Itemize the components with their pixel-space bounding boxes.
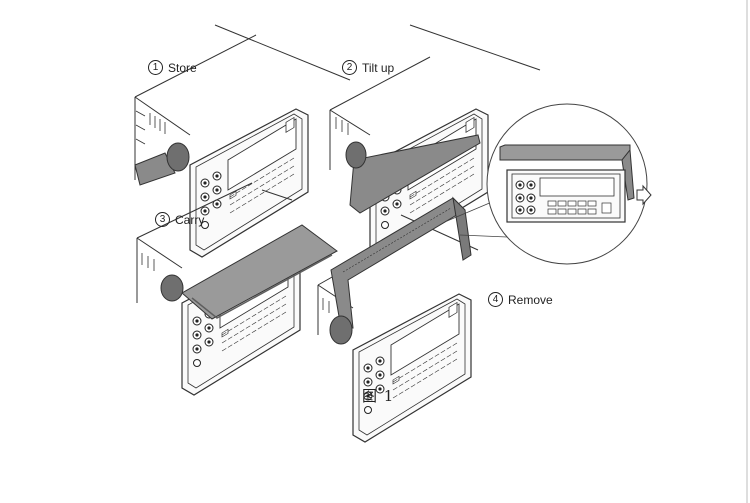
step-text: Tilt up bbox=[362, 60, 395, 75]
step-text: Carry bbox=[175, 212, 205, 227]
arrow-right-icon bbox=[636, 184, 652, 206]
step-label-carry: 3 Carry bbox=[155, 212, 204, 227]
step-number: 3 bbox=[155, 212, 170, 227]
step-label-tilt-up: 2 Tilt up bbox=[342, 60, 394, 75]
step-text: Store bbox=[168, 60, 197, 75]
step-number: 4 bbox=[488, 292, 503, 307]
instrument-tilt-up bbox=[329, 24, 541, 258]
figure-caption: 图 1 bbox=[362, 387, 395, 405]
magnifier-circle bbox=[486, 103, 652, 265]
instrument-carry bbox=[136, 182, 338, 396]
step-text: Remove bbox=[508, 292, 553, 307]
step-label-store: 1 Store bbox=[148, 60, 197, 75]
callout-line-lower bbox=[459, 234, 508, 238]
step-label-remove: 4 Remove bbox=[488, 292, 553, 307]
instrument-remove bbox=[317, 196, 479, 443]
instrument-store bbox=[134, 24, 351, 258]
step-number: 1 bbox=[148, 60, 163, 75]
step-number: 2 bbox=[342, 60, 357, 75]
